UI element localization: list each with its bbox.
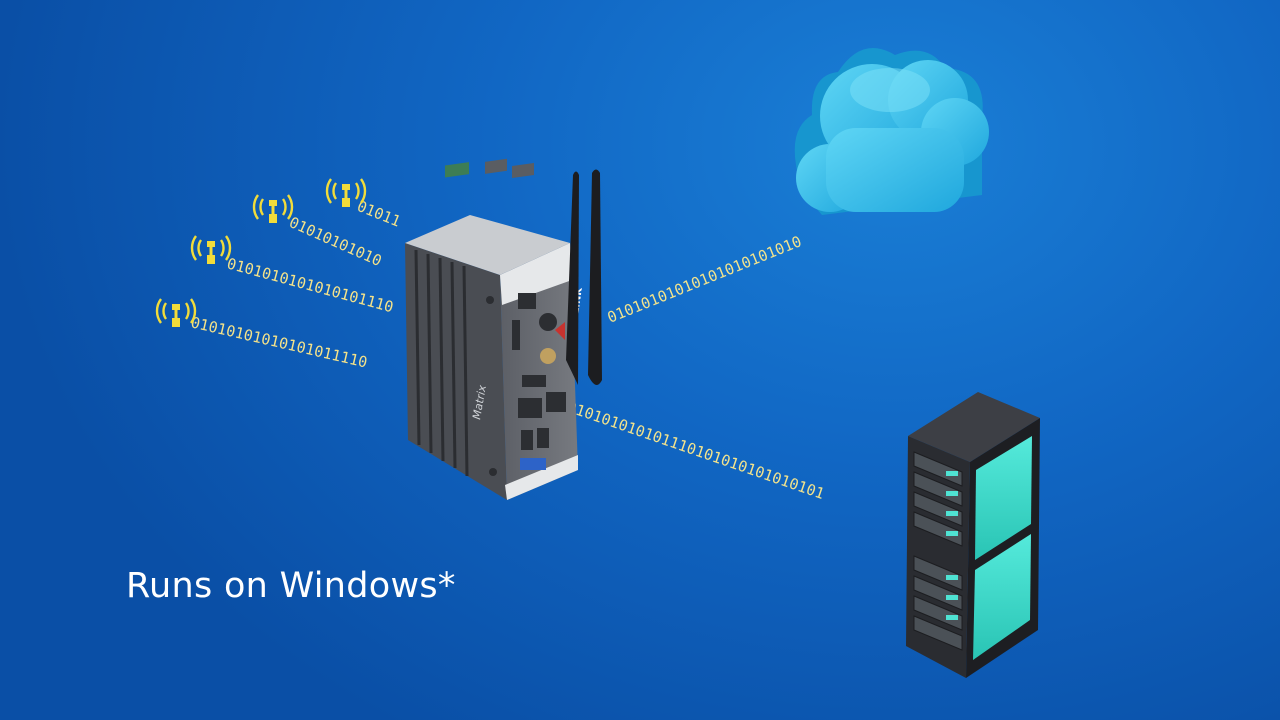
device-side-label: Matrix: [470, 384, 489, 421]
antenna-icon: [252, 194, 294, 223]
antenna-icon: [190, 235, 232, 264]
gateway-device: Matrix ADLINK: [405, 158, 602, 500]
antenna-icon: [325, 178, 367, 207]
binary-stream-sensor-3: 01010101010: [286, 213, 384, 270]
cloud-icon: [794, 47, 989, 216]
server-rack-icon: [906, 392, 1040, 678]
antenna-icon: [155, 298, 197, 327]
caption-text: Runs on Windows*: [126, 566, 456, 606]
binary-stream-to-server: 010101010101110101010101010101: [565, 398, 827, 503]
sensor-binary-streams: 01010101010101011110 0101010101010101110…: [189, 197, 403, 372]
binary-stream-to-cloud: 01010101010101010101010: [605, 232, 804, 327]
binary-stream-sensor-1: 01010101010101011110: [189, 313, 369, 371]
